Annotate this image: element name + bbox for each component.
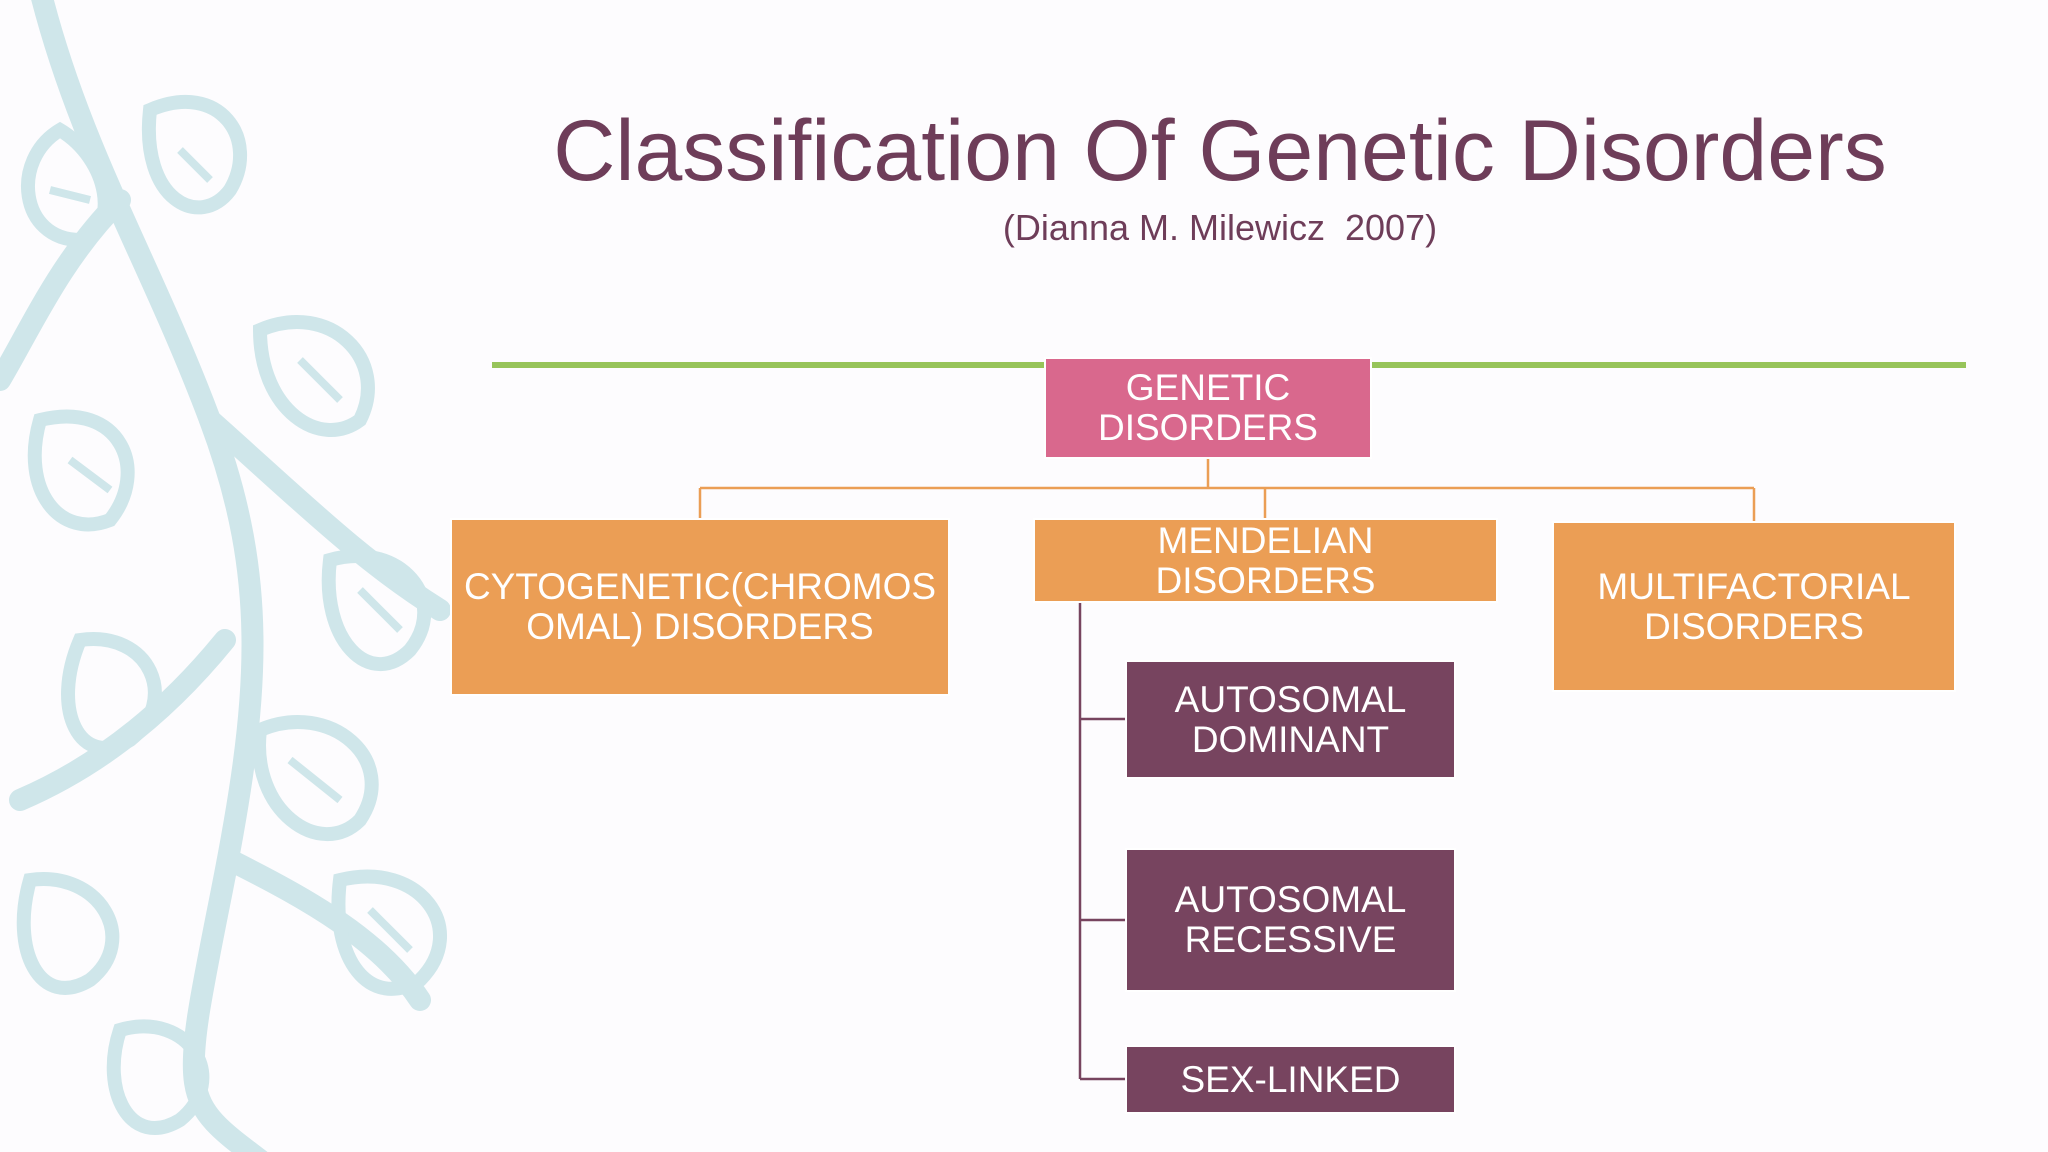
node-label-line: DISORDERS (1098, 407, 1318, 448)
node-label-line: OMAL) DISORDERS (526, 606, 874, 647)
node-multifactorial-disorders: MULTIFACTORIAL DISORDERS (1552, 521, 1956, 692)
node-genetic-disorders: GENETIC DISORDERS (1044, 357, 1372, 459)
node-label-line: GENETIC (1125, 367, 1291, 408)
node-mendelian-disorders: MENDELIAN DISORDERS (1033, 518, 1498, 603)
node-sex-linked: SEX-LINKED (1125, 1045, 1456, 1114)
node-label-line: DISORDERS (1644, 605, 1864, 647)
node-label-line: DISORDERS (1155, 559, 1376, 601)
node-autosomal-recessive: AUTOSOMAL RECESSIVE (1125, 848, 1456, 992)
slide-subtitle: (Dianna M. Milewicz 2007) (1002, 207, 1438, 248)
node-label-line: DOMINANT (1191, 718, 1390, 760)
node-autosomal-dominant: AUTOSOMAL DOMINANT (1125, 660, 1456, 779)
node-label-line: MULTIFACTORIAL (1597, 565, 1911, 607)
node-label-line: AUTOSOMAL (1174, 879, 1407, 920)
accent-line-right (1372, 362, 1966, 368)
node-label-line: SEX-LINKED (1180, 1058, 1401, 1100)
node-label-line: AUTOSOMAL (1174, 678, 1407, 720)
node-label-line: MENDELIAN (1157, 519, 1374, 561)
node-label-line: RECESSIVE (1184, 919, 1397, 960)
node-label-line: CYTOGENETIC(CHROMOS (463, 566, 937, 607)
accent-line-left (492, 362, 1047, 368)
slide-title: Classification Of Genetic Disorders (553, 103, 1887, 199)
vine-decoration (0, 0, 451, 1152)
node-cytogenetic-disorders: CYTOGENETIC(CHROMOS OMAL) DISORDERS (450, 518, 950, 696)
